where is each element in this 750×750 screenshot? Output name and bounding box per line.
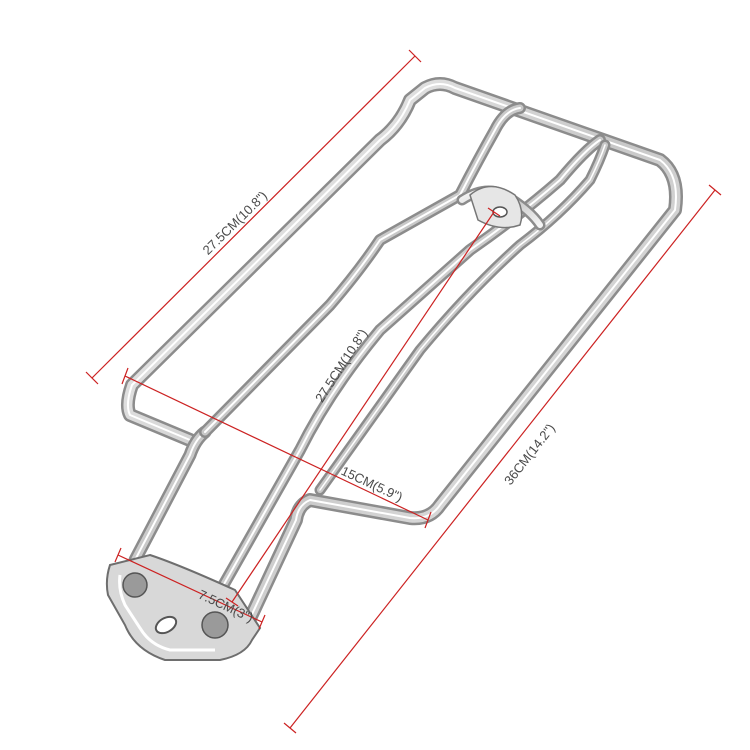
dimension-lines — [85, 49, 722, 734]
dimension-line-mount-width — [117, 554, 263, 623]
dimension-line-inner-length — [231, 211, 495, 603]
dimension-label-top-length: 27.5CM(10.8") — [200, 188, 270, 258]
rack-inner-rail-c — [314, 139, 611, 496]
top-mount-tab — [469, 185, 523, 229]
mounting-plate — [105, 553, 262, 661]
rack-inner-rail-a — [199, 102, 526, 438]
dimension-line-total-length — [289, 189, 716, 729]
rack-left-leg — [128, 425, 212, 567]
dimension-label-inner-length: 27.5CM(10.8") — [312, 326, 370, 405]
dimension-line-width — [124, 375, 429, 521]
rack-outer-frame — [120, 77, 683, 647]
rack-inner-rail-b — [209, 134, 606, 606]
dimension-label-total-length: 36CM(14.2") — [501, 421, 558, 488]
luggage-rack — [120, 77, 683, 647]
mount-hole — [154, 615, 178, 635]
mount-weld-right — [201, 611, 229, 639]
mount-weld-left — [122, 572, 148, 598]
dimension-label-width: 15CM(5.9") — [339, 463, 405, 505]
dimension-line-top-length — [91, 55, 416, 379]
